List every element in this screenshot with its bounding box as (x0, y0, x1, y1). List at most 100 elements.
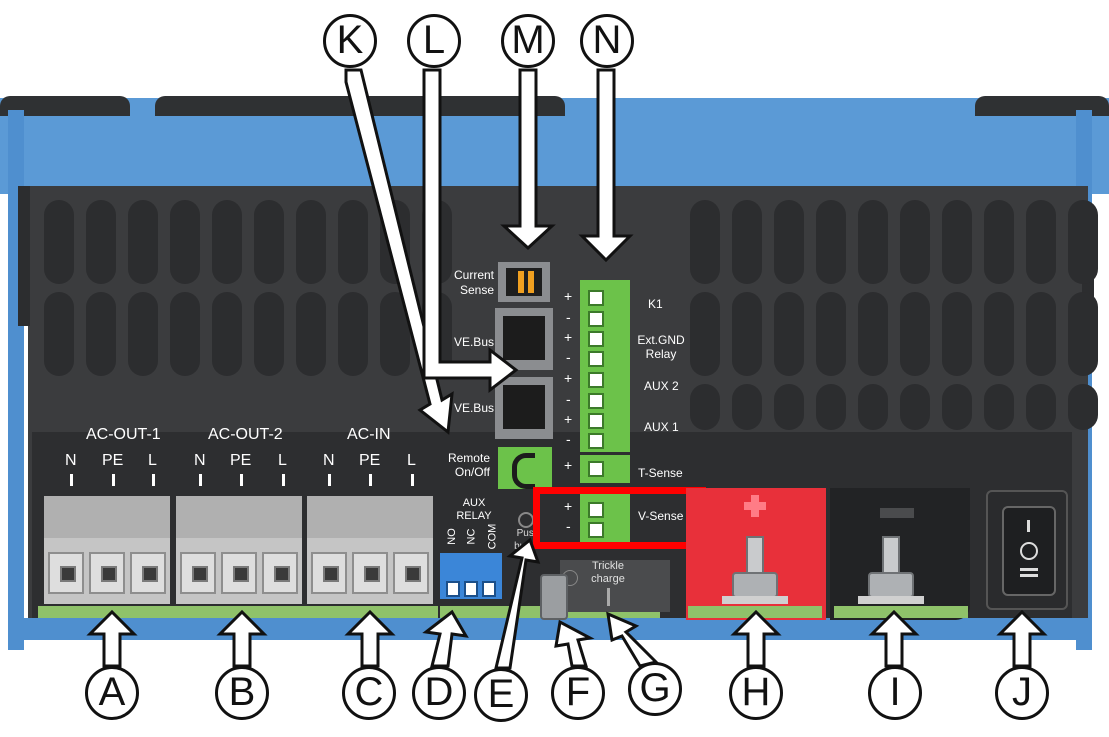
k1-plus: + (564, 288, 573, 304)
vent-slot (86, 292, 116, 376)
vent-slot (942, 384, 972, 430)
callout-h: H (729, 666, 783, 720)
screw-hole (405, 566, 421, 582)
vent-slot (774, 384, 804, 430)
vent-slot (858, 292, 888, 376)
terminal-screw[interactable] (221, 552, 257, 594)
tick (282, 474, 285, 486)
aux2-minus: - (566, 391, 571, 407)
trickle-charge-lead (607, 588, 610, 606)
vent-slot (732, 292, 762, 376)
vent-slot (774, 292, 804, 376)
vent-slot (296, 292, 326, 376)
aux-relay-pin[interactable] (464, 581, 478, 597)
callout-i: I (868, 666, 922, 720)
aux-relay-pin[interactable] (482, 581, 496, 597)
port-opening (503, 316, 545, 360)
callout-f: F (551, 666, 605, 720)
vent-slot (900, 384, 930, 430)
vent-slot (816, 200, 846, 284)
terminal-pin[interactable] (588, 372, 604, 388)
switch-on-mark (1027, 520, 1030, 532)
ac-out-2-l-label: L (278, 452, 287, 469)
terminal-screw[interactable] (48, 552, 84, 594)
terminal-pin[interactable] (588, 522, 604, 538)
vent-slot (858, 200, 888, 284)
current-sense-label: Current Sense (453, 268, 494, 297)
screw-hole (60, 566, 76, 582)
terminal-screw[interactable] (262, 552, 298, 594)
screw-hole (101, 566, 117, 582)
arrow-d (422, 609, 469, 668)
ac-in-n-label: N (323, 452, 335, 469)
din-rail (38, 606, 438, 618)
power-switch-icon[interactable] (1002, 506, 1056, 596)
vebus-port-2[interactable] (495, 377, 553, 439)
terminal-screw[interactable] (130, 552, 166, 594)
terminal-screw[interactable] (311, 552, 347, 594)
vent-slot (732, 384, 762, 430)
vent-slot (212, 200, 242, 284)
terminal-pin[interactable] (588, 461, 604, 477)
callout-d: D (412, 666, 466, 720)
terminal-pin[interactable] (588, 433, 604, 449)
vent-slot (984, 384, 1014, 430)
arrow-b (216, 609, 268, 668)
vent-slot (1068, 200, 1098, 284)
vent-slot (86, 200, 116, 284)
ac-in-l-label: L (407, 452, 416, 469)
vent-slot (254, 292, 284, 376)
arrow-i (868, 609, 920, 668)
port-contact (528, 271, 534, 293)
aux1-minus: - (566, 431, 571, 447)
aux-relay-label: AUX RELAY (456, 497, 492, 522)
callout-g: G (628, 662, 682, 716)
switch-off-mark (1020, 542, 1038, 560)
arrow-l (422, 68, 519, 394)
arrow-a (86, 609, 138, 668)
terminal-screw[interactable] (89, 552, 125, 594)
aux-relay-pin[interactable] (446, 581, 460, 597)
vent-slot (690, 292, 720, 376)
arrow-m (500, 68, 556, 251)
terminal-screw[interactable] (352, 552, 388, 594)
terminal-pin[interactable] (588, 351, 604, 367)
screw-hole (323, 566, 339, 582)
arrow-h (730, 609, 782, 668)
arrow-n (578, 68, 634, 263)
vsense-minus: - (566, 518, 571, 534)
callout-b: B (215, 666, 269, 720)
ext-gnd-minus: - (566, 349, 571, 365)
vent-slot (900, 200, 930, 284)
ac-in-terminal-block[interactable] (307, 496, 433, 604)
terminal-pin[interactable] (588, 290, 604, 306)
vent-slot (338, 200, 368, 284)
positive-washer (722, 596, 788, 604)
screw-hole (142, 566, 158, 582)
ground-stud[interactable] (540, 574, 568, 620)
remote-on-off-terminal[interactable] (498, 447, 552, 489)
vent-slot (816, 384, 846, 430)
ac-out-2-terminal-block[interactable] (176, 496, 302, 604)
ac-out-1-terminal-block[interactable] (44, 496, 170, 604)
switch-mark (1020, 568, 1038, 571)
vent-slot (984, 200, 1014, 284)
ext-gnd-plus: + (564, 329, 573, 345)
terminal-pin[interactable] (588, 311, 604, 327)
terminal-pin[interactable] (588, 393, 604, 409)
k1-label: K1 (648, 297, 663, 311)
ac-in-label: AC-IN (347, 426, 391, 443)
terminal-pin[interactable] (588, 413, 604, 429)
terminal-pin[interactable] (588, 331, 604, 347)
vent-slot (128, 292, 158, 376)
aux-relay-terminal[interactable] (440, 553, 502, 599)
terminal-pin[interactable] (588, 502, 604, 518)
terminal-screw[interactable] (180, 552, 216, 594)
current-sense-port[interactable] (498, 262, 550, 302)
vebus-label-1: VE.Bus (453, 335, 494, 349)
ac-out-1-n-label: N (65, 452, 77, 469)
plus-icon-vertical (751, 495, 759, 517)
terminal-screw[interactable] (393, 552, 429, 594)
arrow-g (606, 611, 659, 668)
